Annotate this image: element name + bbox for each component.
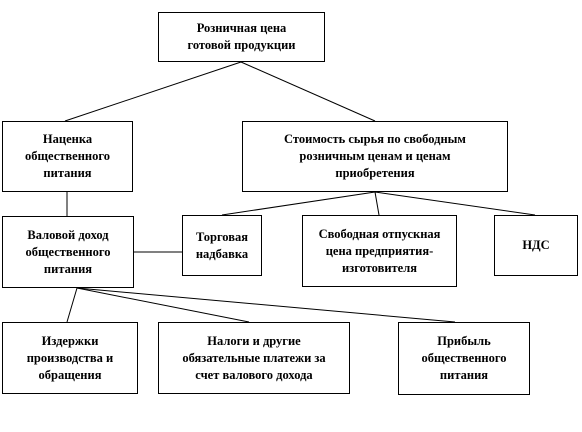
node-markup-label: Наценка общественного питания [24, 132, 110, 180]
edge-raw-cost-to-trade-margin [221, 191, 376, 216]
node-raw-cost-label: Стоимость сырья по свободным розничным ц… [284, 132, 466, 180]
node-profit: Прибыль общественного питания [398, 322, 530, 395]
node-trade-margin: Торговая надбавка [182, 215, 262, 276]
node-vat-label: НДС [522, 238, 550, 252]
node-costs-label: Издержки производства и обращения [26, 333, 114, 382]
node-taxes: Налоги и другие обязательные платежи за … [158, 322, 350, 394]
edge-retail-to-raw-cost [240, 61, 376, 122]
node-markup: Наценка общественного питания [2, 121, 133, 192]
edge-raw-cost-to-vat [374, 191, 536, 216]
node-retail-price-label: Розничная цена готовой продукции [187, 21, 296, 52]
edge-raw-cost-to-free-price [374, 191, 380, 216]
node-free-price-label: Свободная отпускная цена предприятия- из… [318, 226, 441, 275]
edge-gross-income-to-taxes [76, 287, 250, 323]
node-trade-margin-label: Торговая надбавка [195, 229, 249, 261]
edge-retail-to-markup [64, 61, 242, 122]
node-costs: Издержки производства и обращения [2, 322, 138, 394]
node-gross-income-label: Валовой доход общественного питания [25, 227, 111, 276]
node-raw-cost: Стоимость сырья по свободным розничным ц… [242, 121, 508, 192]
edge-gross-income-to-costs [66, 287, 78, 323]
node-taxes-label: Налоги и другие обязательные платежи за … [182, 333, 326, 382]
node-retail-price: Розничная цена готовой продукции [158, 12, 325, 62]
node-vat: НДС [494, 215, 578, 276]
node-free-price: Свободная отпускная цена предприятия- из… [302, 215, 457, 287]
node-gross-income: Валовой доход общественного питания [2, 216, 134, 288]
node-profit-label: Прибыль общественного питания [421, 334, 507, 382]
edge-gross-income-to-profit [76, 287, 456, 323]
